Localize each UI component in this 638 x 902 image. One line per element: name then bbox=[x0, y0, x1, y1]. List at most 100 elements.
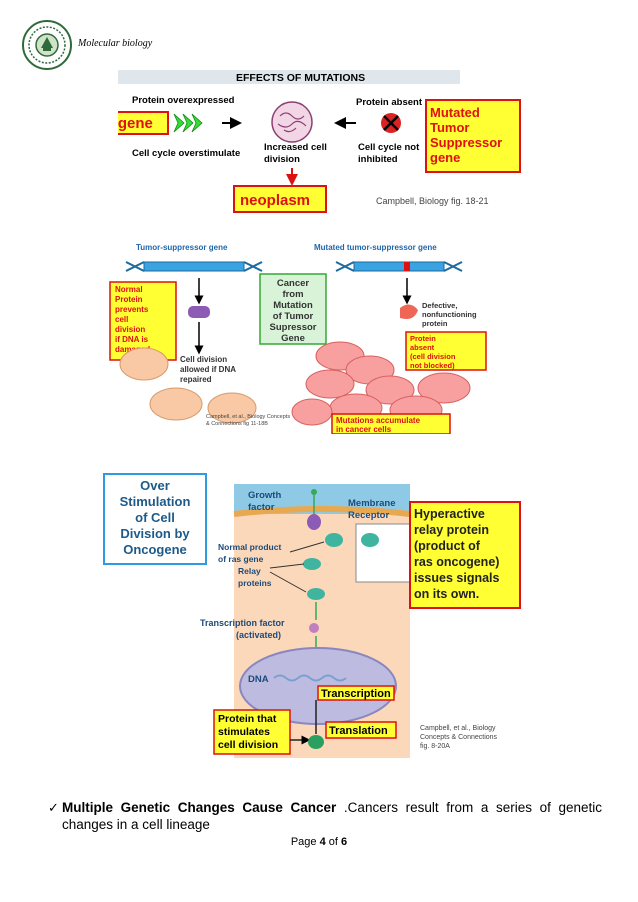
svg-text:Oncogene: Oncogene bbox=[123, 542, 187, 557]
svg-text:ras oncogene): ras oncogene) bbox=[414, 555, 499, 569]
protein-stimulates-box bbox=[213, 709, 291, 755]
svg-text:factor: factor bbox=[248, 502, 275, 513]
svg-text:Tumor: Tumor bbox=[430, 120, 469, 135]
svg-text:stimulates: stimulates bbox=[218, 726, 270, 738]
svg-text:Cell division: Cell division bbox=[180, 355, 227, 364]
figure-tumor-suppressor: Tumor-suppressor gene Mutated tumor-supp… bbox=[104, 238, 499, 435]
translation-box bbox=[325, 721, 397, 739]
svg-text:Gene: Gene bbox=[281, 333, 305, 344]
svg-text:Growth: Growth bbox=[248, 490, 281, 501]
protein-absent-box bbox=[405, 331, 487, 371]
svg-text:(product of: (product of bbox=[414, 539, 481, 553]
svg-text:Transcription factor: Transcription factor bbox=[200, 618, 285, 628]
fig1-citation: Campbell, Biology fig. 18-21 bbox=[376, 196, 489, 206]
svg-text:Suppressor: Suppressor bbox=[430, 135, 502, 150]
svg-text:DNA: DNA bbox=[248, 674, 269, 685]
svg-text:Cancer: Cancer bbox=[277, 278, 310, 289]
svg-text:relay protein: relay protein bbox=[414, 523, 489, 537]
svg-text:Division by: Division by bbox=[120, 526, 190, 541]
svg-text:(cell division: (cell division bbox=[410, 352, 456, 361]
protein-absent-icon bbox=[381, 113, 401, 133]
svg-text:Normal: Normal bbox=[115, 285, 143, 294]
svg-text:from: from bbox=[282, 289, 303, 300]
svg-text:Mutation: Mutation bbox=[273, 300, 313, 311]
svg-text:gene: gene bbox=[430, 150, 460, 165]
neoplasm-label: neoplasm bbox=[240, 192, 310, 209]
svg-text:not blocked): not blocked) bbox=[410, 361, 455, 370]
checkmark-icon: ✓ bbox=[48, 800, 59, 815]
svg-text:(activated): (activated) bbox=[236, 630, 281, 640]
svg-text:Normal product: Normal product bbox=[218, 542, 281, 552]
bullet-heading: Multiple Genetic Changes Cause Cancer bbox=[62, 800, 337, 815]
svg-text:if DNA is: if DNA is bbox=[115, 335, 149, 344]
svg-text:Membrane: Membrane bbox=[348, 498, 396, 509]
university-seal-logo bbox=[22, 20, 72, 70]
fig1-title: EFFECTS OF MUTATIONS bbox=[236, 72, 365, 84]
svg-text:inhibited: inhibited bbox=[358, 154, 398, 165]
fig1-cell-overstim: Cell cycle overstimulate bbox=[132, 148, 240, 159]
mutated-gene-chromosome bbox=[335, 261, 463, 272]
svg-text:Mutations accumulate: Mutations accumulate bbox=[336, 416, 421, 425]
fig1-protein-absent: Protein absent bbox=[356, 97, 423, 108]
page-total: 6 bbox=[341, 836, 348, 848]
transcription-box bbox=[317, 685, 395, 701]
svg-text:repaired: repaired bbox=[180, 375, 212, 384]
svg-text:Translation: Translation bbox=[329, 725, 388, 737]
svg-text:Mutated: Mutated bbox=[430, 105, 480, 120]
svg-text:cell division: cell division bbox=[218, 739, 278, 751]
svg-text:division: division bbox=[264, 154, 300, 165]
svg-text:of Tumor: of Tumor bbox=[273, 311, 314, 322]
normal-gene-chromosome bbox=[125, 261, 263, 272]
figure-effects-of-mutations: EFFECTS OF MUTATIONS Protein overexpress… bbox=[75, 70, 528, 218]
normal-cells bbox=[119, 347, 257, 424]
normal-protein-box bbox=[109, 281, 177, 361]
svg-text:Relay: Relay bbox=[238, 566, 261, 576]
defective-protein-shape bbox=[400, 304, 418, 319]
fig1-protein-over: Protein overexpressed bbox=[132, 95, 235, 106]
hyperactive-cell-inset bbox=[355, 523, 411, 583]
svg-text:Cell cycle not: Cell cycle not bbox=[358, 142, 420, 153]
page-footer: Page 4 of 6 bbox=[290, 836, 348, 848]
svg-text:Protein: Protein bbox=[410, 334, 436, 343]
normal-protein-shape bbox=[188, 306, 210, 318]
svg-text:Campbell, et al., Biology Conc: Campbell, et al., Biology Concepts bbox=[206, 414, 290, 420]
svg-text:prevents: prevents bbox=[115, 305, 149, 314]
svg-text:absent: absent bbox=[410, 343, 435, 352]
relay-proteins bbox=[303, 533, 343, 600]
svg-text:protein: protein bbox=[422, 319, 448, 328]
svg-text:allowed if DNA: allowed if DNA bbox=[180, 365, 236, 374]
svg-text:Receptor: Receptor bbox=[348, 510, 389, 521]
center-cancer-box bbox=[259, 273, 327, 345]
svg-text:fig. 8-20A: fig. 8-20A bbox=[420, 743, 450, 750]
svg-text:& Connections fig 11-18B: & Connections fig 11-18B bbox=[206, 421, 268, 427]
page-number: 4 bbox=[319, 836, 326, 848]
oncogene-label: oncogene bbox=[118, 115, 153, 132]
svg-text:Mutated tumor-suppressor gene: Mutated tumor-suppressor gene bbox=[314, 243, 437, 252]
green-arrows-icon bbox=[173, 113, 203, 133]
stim-protein-shape bbox=[308, 735, 324, 749]
svg-text:Protein that: Protein that bbox=[218, 713, 277, 725]
bullet-paragraph: ✓ Multiple Genetic Changes Cause Cancer … bbox=[48, 799, 602, 833]
svg-text:Protein: Protein bbox=[115, 295, 143, 304]
svg-text:Supressor: Supressor bbox=[270, 322, 317, 333]
hyperactive-relay-shape bbox=[361, 533, 379, 547]
svg-text:Defective,: Defective, bbox=[422, 301, 457, 310]
svg-text:nonfunctioning: nonfunctioning bbox=[422, 310, 477, 319]
svg-text:Over: Over bbox=[140, 478, 170, 493]
svg-text:Campbell, et al., Biology: Campbell, et al., Biology bbox=[420, 725, 496, 732]
svg-text:in cancer cells: in cancer cells bbox=[336, 425, 392, 434]
svg-text:on its own.: on its own. bbox=[414, 587, 479, 601]
receptor-shape bbox=[307, 514, 321, 530]
svg-text:of Cell: of Cell bbox=[135, 510, 175, 525]
neoplasm-box bbox=[233, 185, 327, 213]
svg-text:Increased cell: Increased cell bbox=[264, 142, 327, 153]
hyperactive-relay-box bbox=[409, 501, 521, 609]
svg-text:Stimulation: Stimulation bbox=[120, 494, 191, 509]
mutated-tsg-box bbox=[425, 99, 521, 173]
dividing-cell-icon bbox=[271, 101, 313, 143]
svg-text:Concepts & Connections: Concepts & Connections bbox=[420, 734, 498, 741]
svg-text:Hyperactive: Hyperactive bbox=[414, 507, 485, 521]
svg-text:of ras gene: of ras gene bbox=[218, 554, 264, 564]
svg-text:division: division bbox=[115, 325, 145, 334]
